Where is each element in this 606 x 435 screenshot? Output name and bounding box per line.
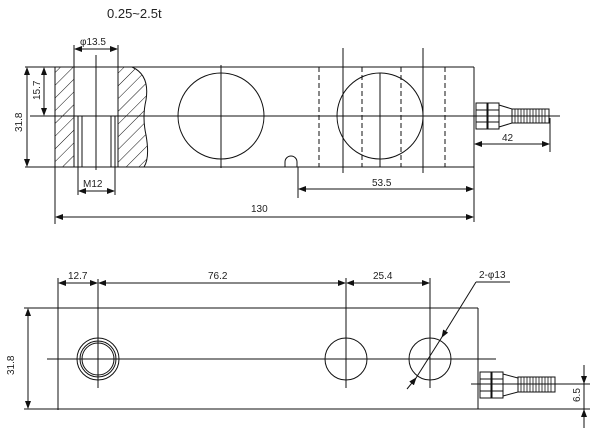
thread-label: M12: [83, 179, 103, 190]
hole-callout-label: 2-φ13: [479, 270, 506, 281]
bore-diameter-label: φ13.5: [80, 37, 106, 48]
top-view: φ13.5 15.7 31.8 M12: [14, 37, 560, 224]
bore-depth-label: 15.7: [32, 80, 43, 100]
bottom-height-label: 31.8: [6, 355, 17, 375]
bottom-view: 12.7 76.2 25.4 2-φ13 31.8: [6, 270, 590, 428]
section-hatch: [55, 55, 149, 170]
cable-connector-top: [475, 102, 550, 130]
height-label: 31.8: [14, 112, 25, 132]
drawing-title: 0.25~2.5t: [107, 6, 162, 21]
cable-length-label: 42: [502, 133, 514, 144]
cable-offset-label: 6.5: [572, 388, 583, 402]
overall-length-label: 130: [251, 204, 268, 215]
mount-spacing-label: 25.4: [373, 271, 393, 282]
hole-spacing-label: 76.2: [208, 271, 228, 282]
cable-connector-bottom: [471, 371, 590, 399]
center-to-end-label: 53.5: [372, 178, 392, 189]
end-to-hole-label: 12.7: [68, 271, 88, 282]
